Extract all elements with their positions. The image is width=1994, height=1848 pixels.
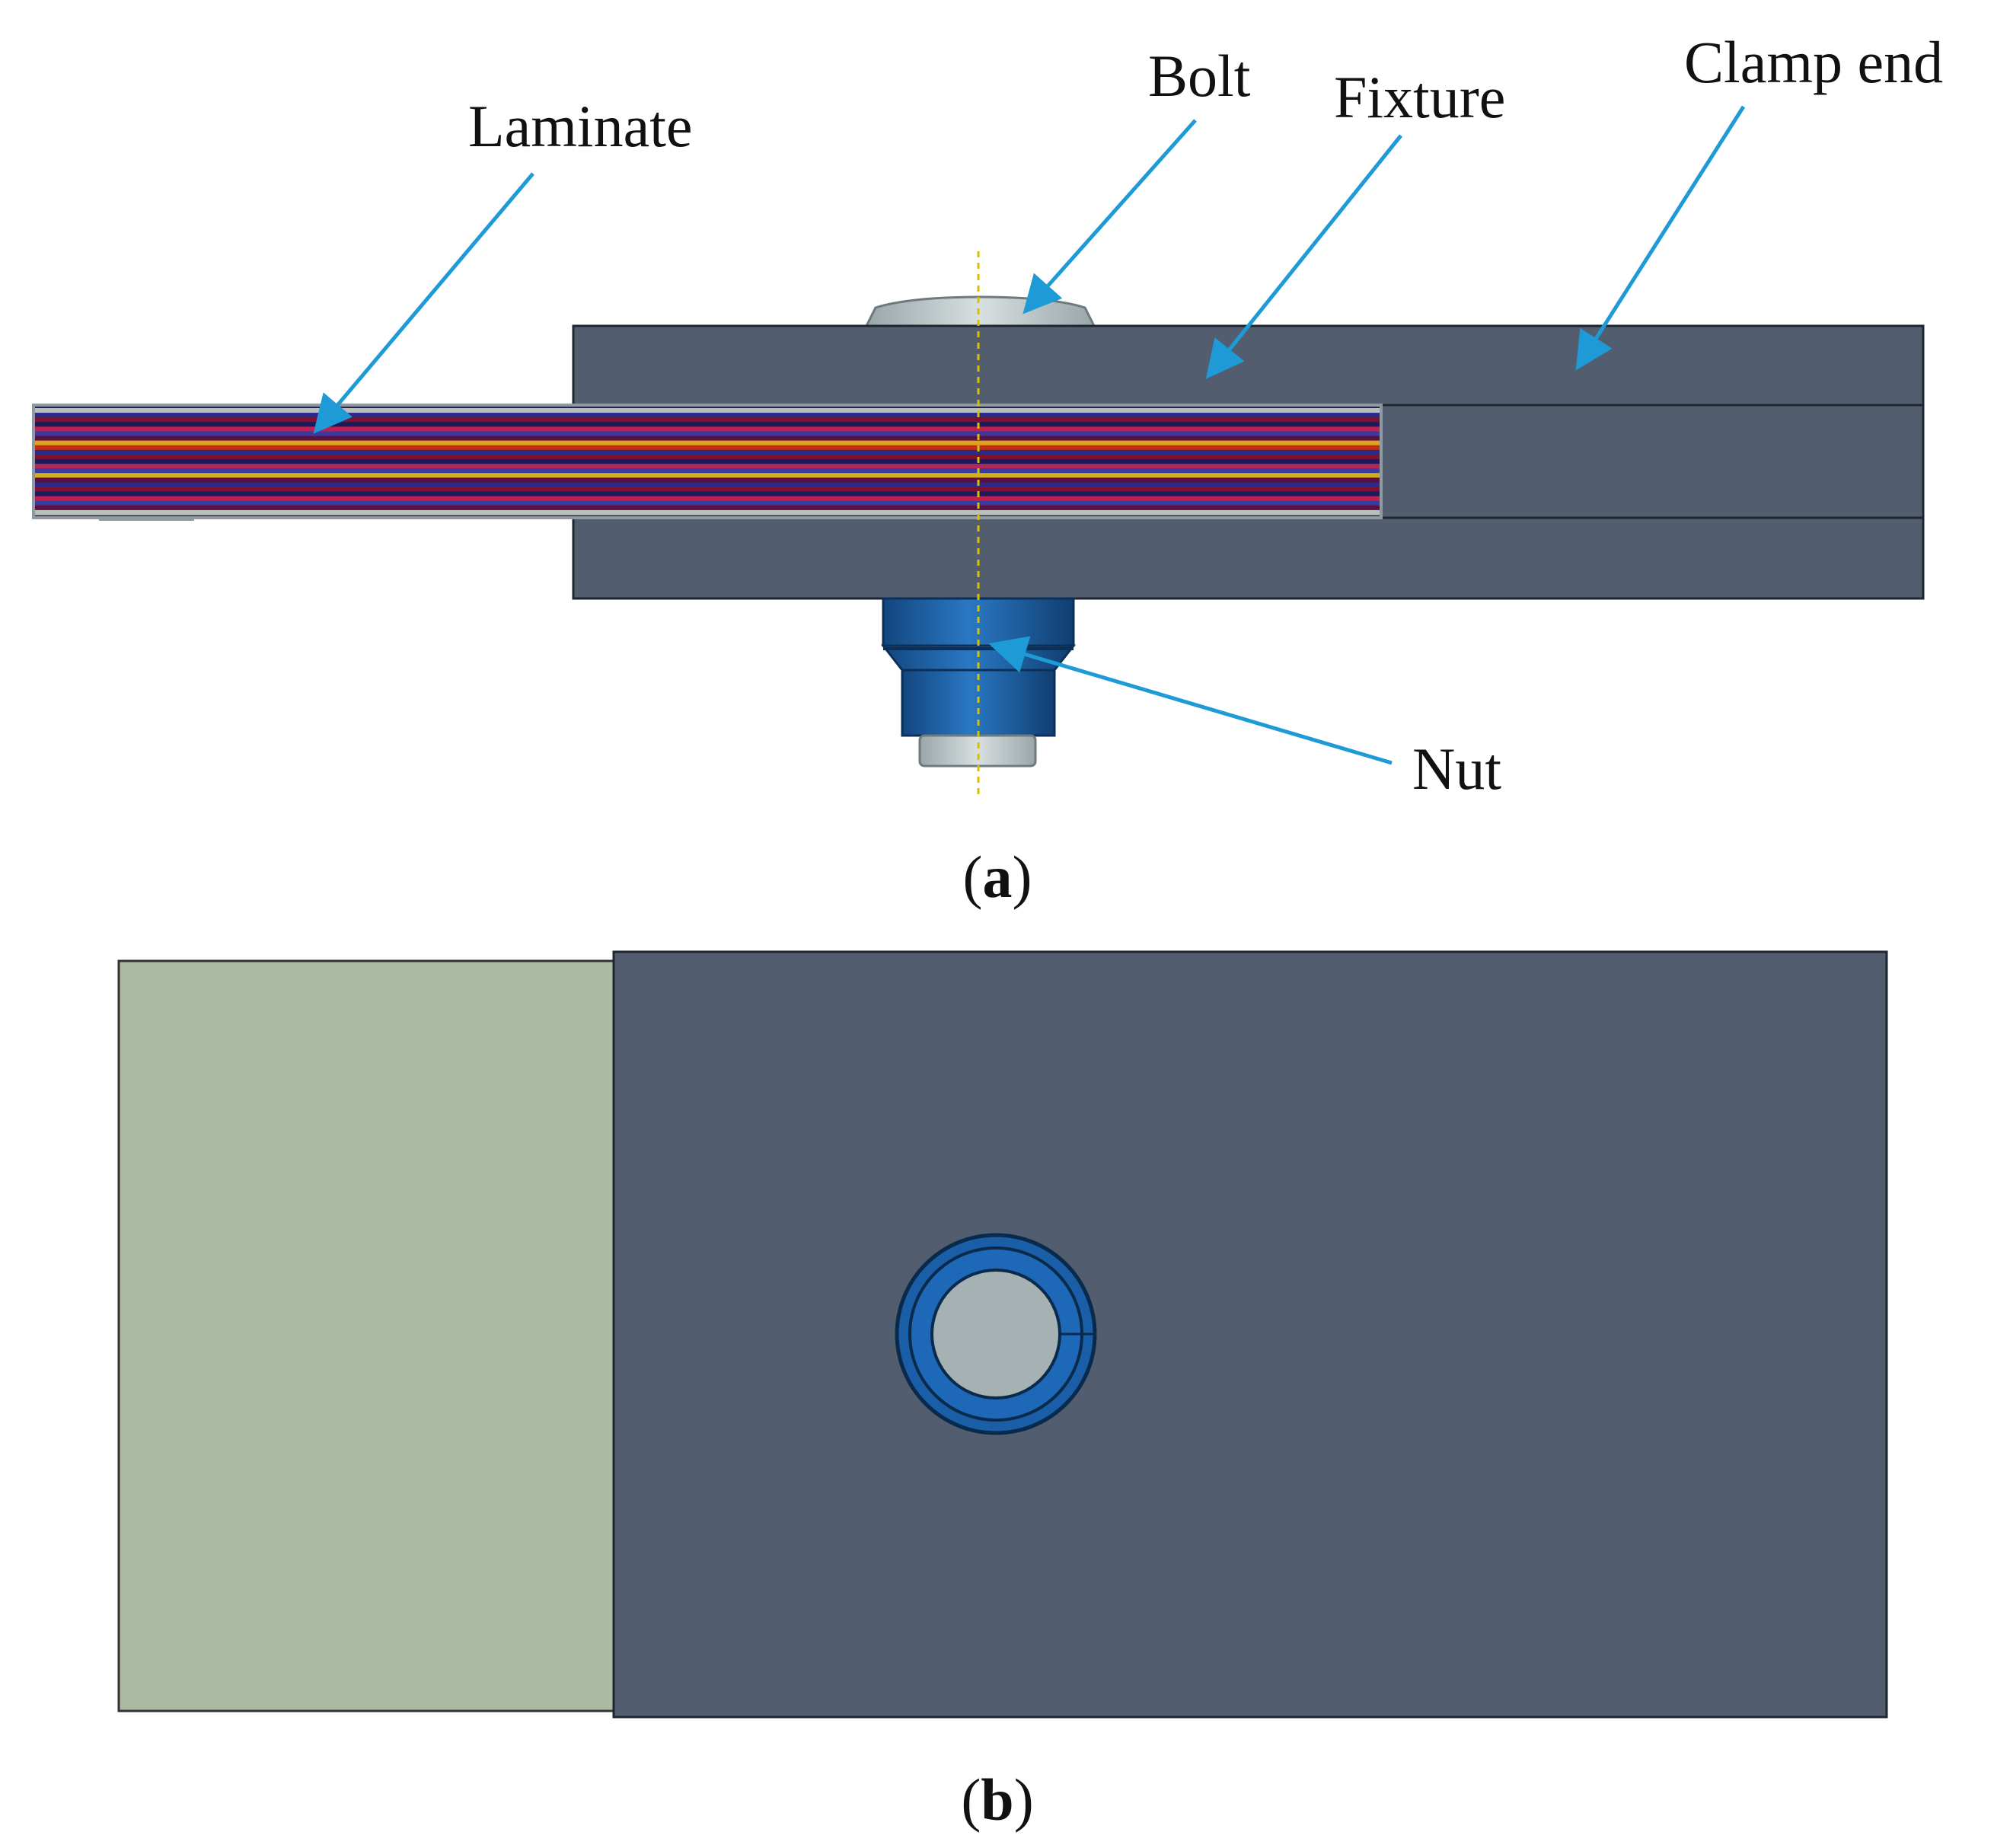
laminate-ply [35, 449, 1380, 455]
laminate-ply [35, 468, 1380, 474]
nut-arrow [988, 636, 1393, 765]
label-clamp-end: Clamp end [1684, 29, 1943, 95]
laminate-ply [35, 482, 1380, 488]
clamp-end-arrow [1575, 105, 1746, 371]
laminate-ply [35, 491, 1380, 497]
bolt-arrow [1023, 119, 1197, 314]
label-laminate: Laminate [468, 93, 693, 159]
laminate-ply [35, 500, 1380, 506]
panel-b-top-view: (b) [117, 950, 1888, 1833]
bolt-head [864, 295, 1096, 327]
laminate-ply [35, 408, 1380, 413]
label-fixture: Fixture [1334, 64, 1505, 130]
laminate-ply [35, 458, 1380, 464]
label-nut: Nut [1412, 736, 1501, 802]
clamp-end-spacer [1380, 404, 1925, 519]
laminate-tab-edge [99, 516, 194, 521]
caption-b: (b) [961, 1767, 1033, 1833]
bolt-top-view [895, 1233, 1097, 1435]
laminate-ply [35, 431, 1380, 437]
laminate-ply [35, 477, 1380, 483]
laminate-ply [35, 436, 1380, 442]
laminate-ply [35, 473, 1380, 478]
fixture-arrow [1205, 134, 1402, 379]
laminate-ply [35, 496, 1380, 502]
laminate-ply [35, 413, 1380, 418]
laminate-arrow [313, 172, 534, 434]
laminate-stack [32, 404, 1383, 519]
laminate-ply [35, 487, 1380, 493]
panel-a-side-view: Laminate Bolt Fixture Clamp end Nut (a) [32, 29, 1943, 910]
laminate-ply [35, 417, 1380, 423]
bolt-tail [918, 734, 1037, 768]
fixture-bottom-plate [572, 516, 1925, 600]
laminate-ply [35, 464, 1380, 469]
laminate-ply [35, 509, 1380, 515]
caption-a: (a) [963, 844, 1032, 910]
laminate-ply [35, 440, 1380, 446]
laminate-ply [35, 505, 1380, 511]
fixture-top-face [612, 950, 1888, 1719]
laminate-ply [35, 445, 1380, 451]
laminate-ply [35, 454, 1380, 460]
fixture-top-plate [572, 324, 1925, 407]
laminate-ply [35, 426, 1380, 432]
laminate-ply [35, 422, 1380, 427]
label-bolt: Bolt [1148, 43, 1251, 109]
laminate-tab [117, 959, 617, 1712]
